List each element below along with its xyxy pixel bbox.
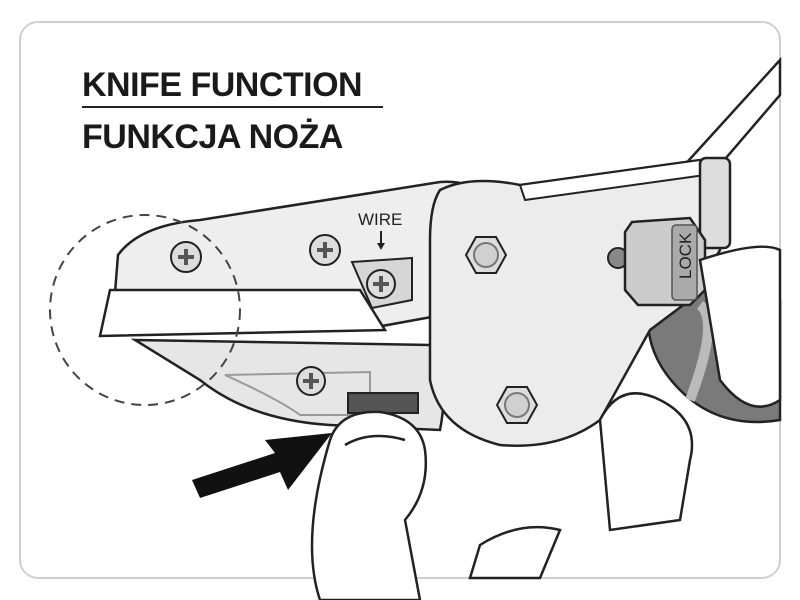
hex-bolts xyxy=(464,236,539,424)
knife-release-lever xyxy=(347,392,419,414)
screw-icon xyxy=(170,241,202,273)
pivot-collar xyxy=(698,156,732,250)
lock-slider: LOCK xyxy=(607,216,707,307)
wire-arrowhead-icon xyxy=(377,243,385,250)
handle-band xyxy=(685,301,713,402)
screw-icon xyxy=(309,234,341,266)
lock-label: LOCK xyxy=(676,232,695,279)
screw-icon xyxy=(366,269,396,299)
screw-icon xyxy=(296,366,326,396)
hex-bolt-icon xyxy=(495,386,539,424)
hex-bolt-icon xyxy=(464,236,508,274)
lower-jaw-slot xyxy=(224,370,371,416)
blade-highlight-circle xyxy=(49,214,241,406)
screws xyxy=(170,234,396,396)
heading-line-2: FUNKCJA NOŻA xyxy=(82,118,343,156)
knife-blade xyxy=(98,288,388,338)
hand xyxy=(310,245,782,600)
heading-line-1: KNIFE FUNCTION xyxy=(82,66,362,104)
wire-label: WIRE xyxy=(358,210,402,229)
push-arrow-icon xyxy=(192,433,332,498)
